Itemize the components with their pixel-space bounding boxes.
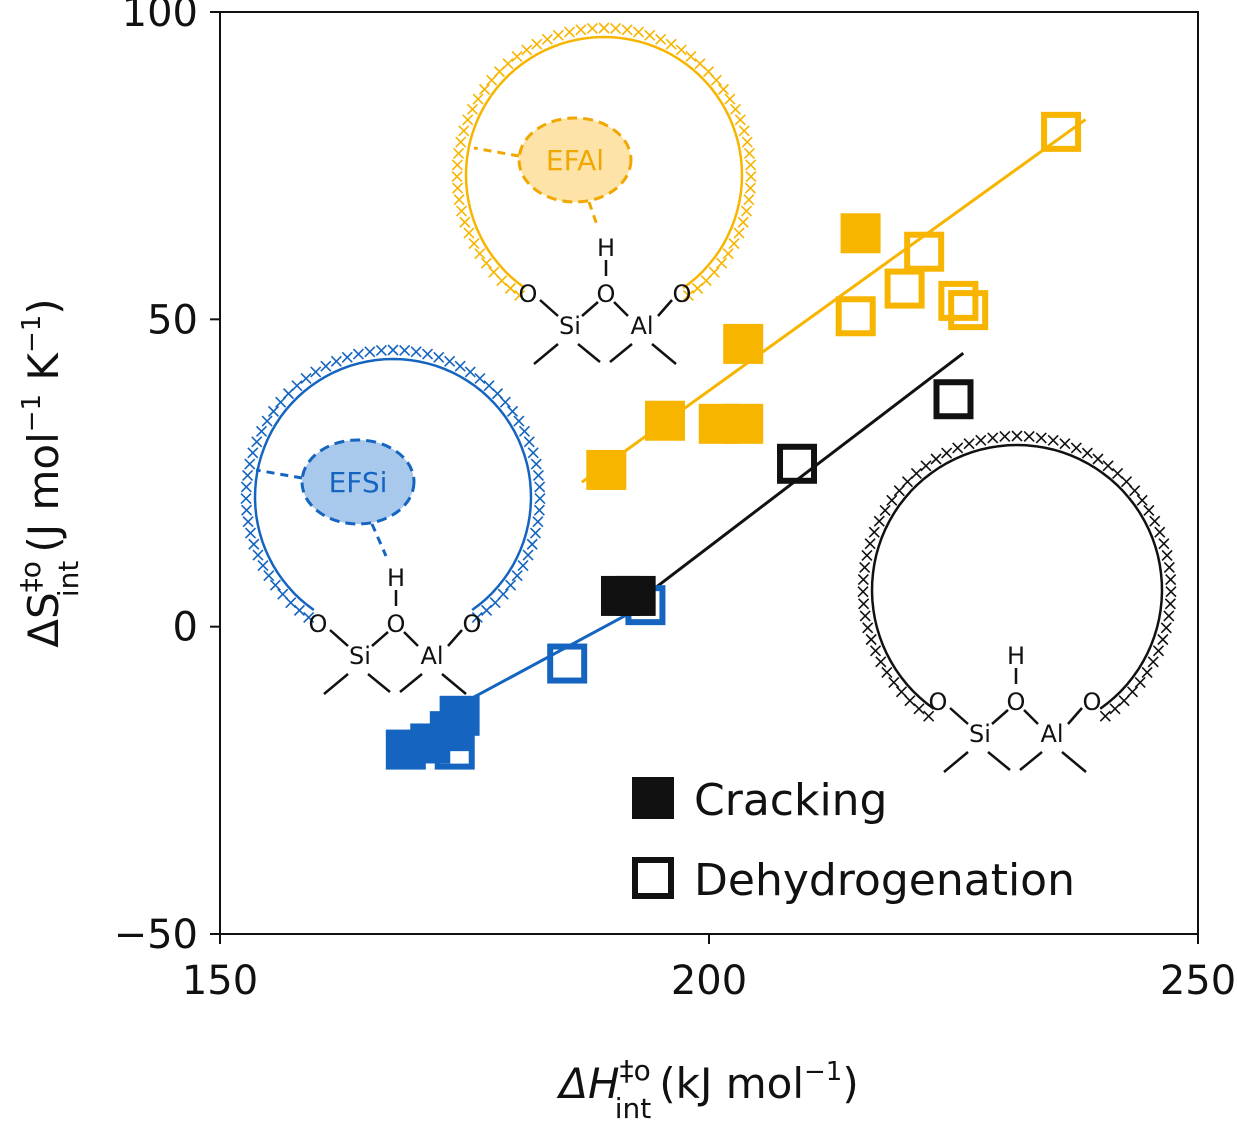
fit-line-bare — [639, 351, 965, 601]
legend-label-cracking: Cracking — [694, 775, 888, 826]
atom-h: H — [387, 564, 405, 592]
dehydrogenation-point-EFAl-2 — [904, 231, 945, 272]
legend-marker-dehydrogenation — [632, 857, 674, 899]
dehydrogenation-point-EFAl-4 — [948, 290, 989, 331]
y-tick-label-1: 0 — [173, 605, 198, 651]
bare-pore-wall — [870, 443, 1164, 710]
atom-o-right: O — [1083, 688, 1102, 716]
atom-o-left: O — [929, 688, 948, 716]
efsi-pore-wall — [253, 357, 533, 611]
legend-marker-cracking — [632, 777, 674, 819]
dehydrogenation-point-EFAl-1 — [884, 268, 925, 309]
axis-ticks: 150 200 250 −50 0 50 100 — [114, 0, 1237, 1004]
dehydrogenation-point-EFAl-0 — [835, 296, 876, 337]
cracking-point-EFAl-4 — [723, 323, 764, 364]
atom-h: H — [597, 234, 615, 262]
atom-al: Al — [420, 642, 443, 670]
x-tick-label-1: 200 — [671, 958, 747, 1004]
dehydrogenation-point-EFAl-5 — [1041, 111, 1082, 152]
atom-al: Al — [1040, 720, 1063, 748]
atom-si: Si — [559, 312, 581, 340]
x-tick-label-0: 150 — [182, 958, 258, 1004]
y-tick-label-2: 50 — [147, 297, 198, 343]
atom-o-bridge: O — [597, 280, 616, 308]
cracking-point-EFAl-1 — [644, 400, 685, 441]
efal-pore-wall — [464, 35, 744, 289]
x-tick-label-2: 250 — [1160, 958, 1236, 1004]
atom-si: Si — [969, 720, 991, 748]
atom-o-bridge: O — [387, 610, 406, 638]
atom-h: H — [1007, 642, 1025, 670]
cracking-point-EFAl-0 — [586, 449, 627, 490]
atom-al: Al — [630, 312, 653, 340]
legend: Cracking Dehydrogenation — [632, 775, 1075, 906]
cracking-point-EFSi-3 — [439, 695, 480, 736]
cracking-point-EFAl-3 — [723, 403, 764, 444]
efsi-label: EFSi — [329, 466, 388, 499]
efal-cluster — [517, 116, 633, 204]
efal-label: EFAl — [546, 144, 604, 177]
atom-o-right: O — [463, 610, 482, 638]
cracking-point-bare-1 — [615, 575, 656, 616]
dehydrogenation-point-EFSi-1 — [547, 643, 588, 684]
atom-si: Si — [349, 642, 371, 670]
fit-lines — [444, 118, 1087, 715]
atom-o-right: O — [673, 280, 692, 308]
dehydrogenation-point-bare-0 — [777, 443, 818, 484]
cracking-point-EFAl-5 — [840, 213, 881, 254]
y-tick-label-0: −50 — [114, 912, 198, 958]
atom-o-bridge: O — [1007, 688, 1026, 716]
y-tick-label-3: 100 — [122, 0, 198, 36]
efsi-cluster — [300, 438, 416, 526]
dehydrogenation-point-EFAl-3 — [938, 280, 979, 321]
data-markers — [385, 111, 1082, 770]
dehydrogenation-point-bare-1 — [933, 379, 974, 420]
legend-label-dehydrogenation: Dehydrogenation — [694, 855, 1075, 906]
atom-o-left: O — [519, 280, 538, 308]
atom-o-left: O — [309, 610, 328, 638]
